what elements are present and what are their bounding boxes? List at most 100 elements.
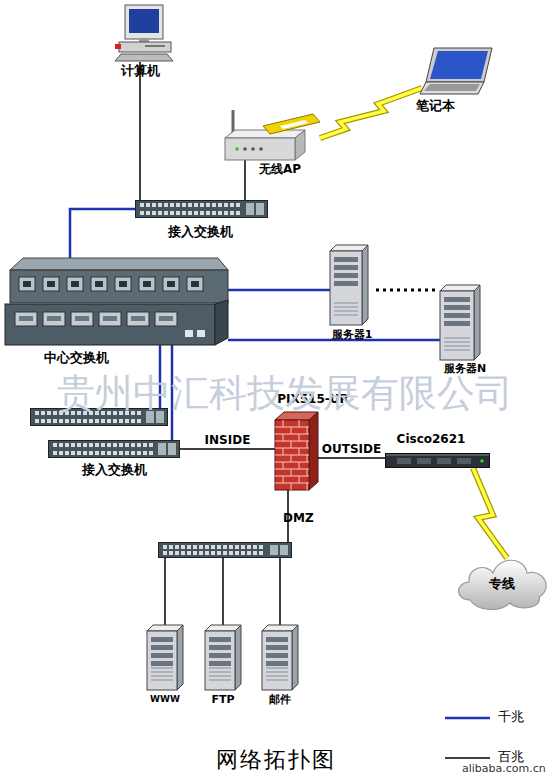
switch-port xyxy=(71,451,75,455)
console-port xyxy=(185,330,193,337)
drive-bay xyxy=(266,645,288,650)
gigabit-link xyxy=(228,289,330,292)
card-slot xyxy=(75,316,89,321)
server-front xyxy=(262,631,292,690)
watermark: 贵州中汇科技发展有限公司 xyxy=(57,373,513,415)
mortar-line xyxy=(307,469,308,476)
drive-bay xyxy=(444,305,470,310)
ellipsis-dots xyxy=(376,289,436,292)
switch-port xyxy=(175,545,179,549)
diagram-title: 网络拓扑图 xyxy=(216,748,336,772)
vent-line xyxy=(444,342,470,343)
switch-port xyxy=(71,443,75,447)
switch-port xyxy=(253,551,257,555)
vent-line xyxy=(266,676,288,677)
switch-port xyxy=(187,545,191,549)
switch-port xyxy=(59,451,63,455)
gigabit-link xyxy=(70,209,135,258)
switch-port xyxy=(101,443,105,447)
drive-bay xyxy=(209,653,231,658)
laptop-node: 笔记本 xyxy=(420,48,492,100)
switch-port xyxy=(164,203,168,207)
switch-port xyxy=(194,203,198,207)
port-slot xyxy=(191,281,199,287)
desktop-case xyxy=(119,42,171,52)
switch-port xyxy=(181,551,185,555)
mortar-line xyxy=(307,483,308,490)
switch-port xyxy=(176,211,180,215)
chassis-upper xyxy=(10,270,228,303)
switch-port xyxy=(47,411,51,415)
switch-port xyxy=(170,203,174,207)
chassis-lower xyxy=(5,304,215,345)
switch-port xyxy=(218,211,222,215)
vent-line xyxy=(209,680,231,681)
vent-line xyxy=(444,346,470,347)
server-node: 服务器1 xyxy=(330,245,368,325)
ap-led xyxy=(251,147,255,151)
chassis-side xyxy=(215,300,228,345)
switch-port xyxy=(182,203,186,207)
switch-port xyxy=(65,451,69,455)
switch-port xyxy=(71,419,75,423)
uplink-port xyxy=(246,203,254,215)
line-card xyxy=(71,312,93,326)
drive-bay xyxy=(209,637,231,642)
vent-line xyxy=(334,307,358,308)
firewall-symbol xyxy=(275,412,318,490)
switch-port xyxy=(125,419,129,423)
switch-port xyxy=(113,419,117,423)
switch-port xyxy=(176,203,180,207)
switch-port xyxy=(163,551,167,555)
switch-port xyxy=(169,551,173,555)
switch-port xyxy=(101,451,105,455)
keyboard xyxy=(115,54,173,61)
line-card xyxy=(127,312,149,326)
wireless-link xyxy=(473,468,507,558)
node-label: 接入交换机 xyxy=(82,462,147,477)
mortar-line xyxy=(283,462,284,469)
drive-bay xyxy=(266,661,288,666)
mortar-line xyxy=(291,427,292,434)
drive-bay xyxy=(266,653,288,658)
switch-port xyxy=(175,551,179,555)
switch-port xyxy=(119,419,123,423)
server-wire xyxy=(164,558,166,625)
vent-line xyxy=(209,676,231,677)
server-wire xyxy=(279,558,281,625)
switch-port xyxy=(113,451,117,455)
drive-bay xyxy=(151,637,173,642)
router-edge xyxy=(386,455,489,456)
mortar-line xyxy=(291,483,292,490)
switch-port xyxy=(224,211,228,215)
fast-ethernet-link xyxy=(244,160,246,200)
switch-port xyxy=(149,443,153,447)
node-label: 专线 xyxy=(489,576,515,591)
server-symbol xyxy=(262,625,298,690)
switch-port xyxy=(83,451,87,455)
switch-port xyxy=(193,545,197,549)
switch-port xyxy=(152,203,156,207)
laptop-symbol xyxy=(420,48,492,100)
legend-label: 千兆 xyxy=(498,710,524,724)
core-node: 中心交换机 xyxy=(5,258,228,345)
switch-node: 接入交换机 xyxy=(48,440,180,458)
switch-symbol xyxy=(48,440,180,458)
cloud-shape xyxy=(459,560,547,609)
laptop-screen xyxy=(430,51,488,79)
switch-port xyxy=(206,203,210,207)
switch-symbol xyxy=(159,543,292,558)
switch-port xyxy=(113,443,117,447)
switch-port xyxy=(163,545,167,549)
drive-bay xyxy=(444,321,470,326)
switch-port xyxy=(107,419,111,423)
switch-symbol xyxy=(135,200,268,218)
switch-port xyxy=(212,211,216,215)
uplink-port xyxy=(168,443,176,455)
mortar-line xyxy=(283,448,284,455)
ap-led xyxy=(243,147,247,151)
switch-port xyxy=(235,551,239,555)
ap-front xyxy=(225,138,295,160)
drive-bay xyxy=(151,653,173,658)
